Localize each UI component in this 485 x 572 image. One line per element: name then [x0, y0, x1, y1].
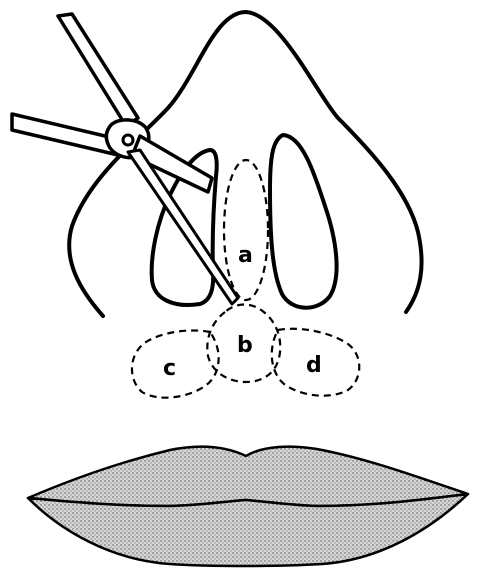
region-d-label: d [306, 353, 322, 378]
region-c-label: c [163, 356, 176, 381]
region-a-outline [224, 160, 268, 300]
nose-outline [69, 12, 421, 316]
right-nostril [270, 135, 337, 308]
region-b-label: b [237, 333, 253, 358]
region-a-label: a [238, 243, 253, 268]
lower-lip [28, 494, 468, 566]
scissors-icon [12, 14, 238, 304]
upper-lip [28, 447, 468, 506]
